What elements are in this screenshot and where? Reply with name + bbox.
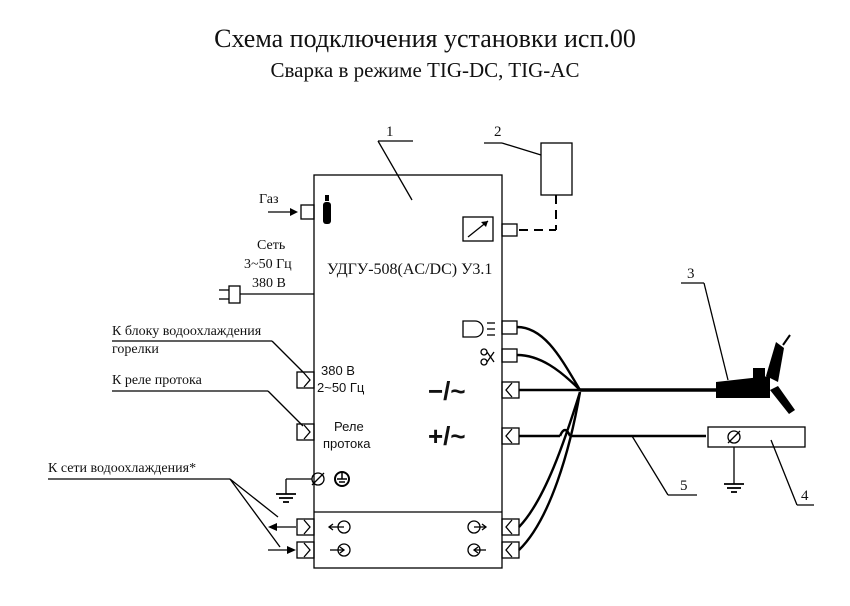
mains-label-2: 3~50 Гц <box>244 257 292 272</box>
inner-relay-1: Реле <box>334 419 364 434</box>
workpiece-ground-icon <box>724 447 744 493</box>
water-in-arrow <box>287 546 296 554</box>
ground-terminal <box>311 472 325 486</box>
water-in-icon <box>330 543 351 557</box>
torch-water-in-icon <box>467 543 486 557</box>
cooling-unit-label-2: горелки <box>112 342 159 357</box>
cooling-socket <box>296 371 315 389</box>
unit-model-label: УДГУ-508(AC/DC) У3.1 <box>327 261 492 278</box>
mains-label-1: Сеть <box>257 238 285 253</box>
callout-4: 4 <box>801 488 809 504</box>
water-cable-bottom <box>518 391 582 551</box>
trigger-cable <box>516 353 581 391</box>
lamp-socket <box>501 320 518 335</box>
callout-1-leader <box>377 140 413 201</box>
water-network-label: К сети водоохлаждения* <box>48 461 196 476</box>
lamp-cable <box>516 325 582 391</box>
welding-torch-icon <box>716 334 795 414</box>
callout-5: 5 <box>680 478 688 494</box>
gas-label: Газ <box>259 192 279 207</box>
gas-arrow <box>290 208 298 216</box>
water-socket-left-top <box>296 518 315 536</box>
diagram-subtitle: Сварка в режиме TIG-DC, TIG-AC <box>270 58 580 82</box>
water-out-arrow <box>268 523 277 531</box>
callout-4-leader <box>770 439 798 506</box>
plug-icon <box>219 285 241 304</box>
relay-socket <box>296 423 315 441</box>
plus-ac-label: +/~ <box>428 421 466 451</box>
protective-earth-icon <box>334 471 350 487</box>
inner-voltage-2: 2~50 Гц <box>317 380 365 395</box>
water-cable-top <box>518 391 582 528</box>
water-socket-left-bottom <box>296 541 315 559</box>
gas-socket <box>300 204 315 220</box>
remote-control-icon <box>462 216 494 242</box>
remote-socket <box>501 223 518 237</box>
cooling-unit-label-1: К блоку водоохлаждения <box>112 324 262 339</box>
water-out-icon <box>327 520 351 534</box>
trigger-socket <box>501 348 518 363</box>
inner-relay-2: протока <box>323 436 371 451</box>
callout-3-leader <box>703 282 729 381</box>
callout-5-leader <box>631 435 669 496</box>
water-network-leader <box>229 478 279 518</box>
torch-trigger-icon <box>480 348 495 366</box>
flow-relay-leader <box>267 390 304 427</box>
torch-water-out-icon <box>467 520 488 534</box>
inner-voltage-1: 380 В <box>321 363 355 378</box>
minus-ac-label: −/~ <box>428 376 466 406</box>
mains-label-3: 380 В <box>252 276 286 291</box>
workpiece-clamp <box>727 430 741 444</box>
workpiece <box>707 426 806 448</box>
flow-relay-label: К реле протока <box>112 373 203 388</box>
remote-control-box <box>540 142 573 196</box>
diagram-title: Схема подключения установки исп.00 <box>214 24 636 53</box>
lamp-icon <box>462 320 495 338</box>
ground-icon <box>276 478 312 503</box>
callout-3: 3 <box>687 266 695 282</box>
gas-cylinder-icon <box>323 195 331 224</box>
cooling-unit-leader <box>271 340 305 374</box>
callout-2: 2 <box>494 124 502 140</box>
callout-1: 1 <box>386 124 394 140</box>
